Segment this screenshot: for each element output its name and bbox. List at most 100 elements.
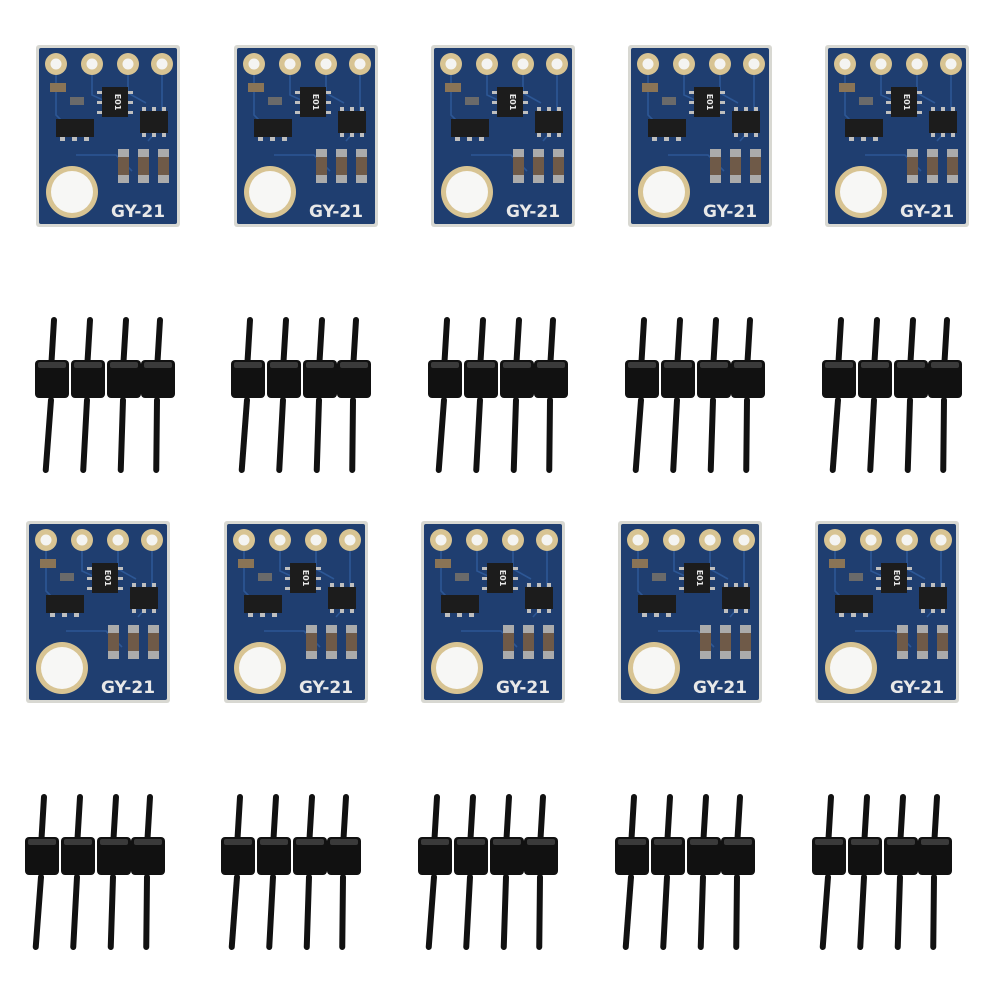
pin-hole (551, 58, 563, 70)
header-housing-segment (428, 360, 462, 398)
housing-highlight (110, 362, 138, 368)
sot-chip-right (338, 107, 366, 137)
housing-highlight (503, 362, 531, 368)
board-label: GY-21 (309, 202, 363, 222)
header-housing-segment (822, 360, 856, 398)
housing-highlight (921, 839, 949, 845)
header-housing-segment (257, 837, 291, 875)
pin-hole (541, 534, 553, 546)
header-housing-segment (464, 360, 498, 398)
pin-hole (704, 534, 716, 546)
housing-highlight (330, 839, 358, 845)
housing-highlight (724, 839, 752, 845)
pin-hole (471, 534, 483, 546)
header-pin (894, 874, 903, 950)
sot-chip-right (722, 583, 750, 613)
header-pin (238, 397, 250, 473)
header-pin (313, 397, 322, 473)
header-pin (622, 874, 634, 950)
smd-resistor (40, 559, 56, 568)
header-housing-segment (454, 837, 488, 875)
pin-hole (481, 58, 493, 70)
housing-highlight (537, 362, 565, 368)
housing-highlight (931, 362, 959, 368)
board-label: GY-21 (111, 202, 165, 222)
mounting-hole (643, 171, 685, 213)
pin-header (615, 794, 755, 950)
ic-chip: E01 (295, 87, 331, 117)
smd-resistor (829, 559, 845, 568)
ic-chip: E01 (679, 563, 715, 593)
pin-hole (76, 534, 88, 546)
pin-hole (238, 534, 250, 546)
mounting-hole (51, 171, 93, 213)
pin-hole (517, 58, 529, 70)
header-housing-segment (884, 837, 918, 875)
smd-cap (70, 97, 84, 105)
header-housing-segment (524, 837, 558, 875)
header-housing-segment (267, 360, 301, 398)
pin-hole (122, 58, 134, 70)
header-pin (904, 397, 913, 473)
header-pin (670, 397, 680, 473)
header-pin (707, 397, 716, 473)
smd-cap (258, 573, 272, 581)
header-pin (463, 874, 473, 950)
header-pin (536, 874, 543, 950)
header-pin (473, 397, 483, 473)
chip-marking: E01 (508, 94, 517, 111)
pin-hole (435, 534, 447, 546)
housing-highlight (825, 362, 853, 368)
sot-chip-right (929, 107, 957, 137)
header-housing-segment (894, 360, 928, 398)
board-label: GY-21 (101, 678, 155, 698)
pin-hole (678, 58, 690, 70)
housing-highlight (527, 839, 555, 845)
housing-highlight (851, 839, 879, 845)
header-housing-segment (928, 360, 962, 398)
smd-resistor (632, 559, 648, 568)
pin-hole (748, 58, 760, 70)
pin-hole (642, 58, 654, 70)
header-housing-segment (303, 360, 337, 398)
pin-hole (668, 534, 680, 546)
pin-header (221, 794, 361, 950)
chip-marking: E01 (902, 94, 911, 111)
header-pin (857, 874, 867, 950)
smd-cap (859, 97, 873, 105)
housing-highlight (224, 839, 252, 845)
board-label: GY-21 (693, 678, 747, 698)
chip-marking: E01 (301, 570, 310, 587)
pin-hole (738, 534, 750, 546)
pin-header (428, 317, 568, 473)
pin-hole (40, 534, 52, 546)
pin-hole (354, 58, 366, 70)
pin-hole (50, 58, 62, 70)
smd-resistor (238, 559, 254, 568)
header-housing-segment (107, 360, 141, 398)
board-label: GY-21 (506, 202, 560, 222)
smd-cap (849, 573, 863, 581)
header-pin (143, 874, 150, 950)
pin-hole (248, 58, 260, 70)
ic-chip: E01 (482, 563, 518, 593)
housing-highlight (887, 839, 915, 845)
pin-hole (310, 534, 322, 546)
housing-highlight (270, 362, 298, 368)
pin-hole (284, 58, 296, 70)
header-housing-segment (731, 360, 765, 398)
smd-resistor (642, 83, 658, 92)
mounting-hole (436, 647, 478, 689)
housing-highlight (421, 839, 449, 845)
header-housing-segment (25, 837, 59, 875)
smd-cap (662, 97, 676, 105)
header-pin (117, 397, 126, 473)
header-pin (632, 397, 644, 473)
chip-marking: E01 (103, 570, 112, 587)
ic-chip: E01 (87, 563, 123, 593)
sot-chip-right (140, 107, 168, 137)
header-pin (867, 397, 877, 473)
